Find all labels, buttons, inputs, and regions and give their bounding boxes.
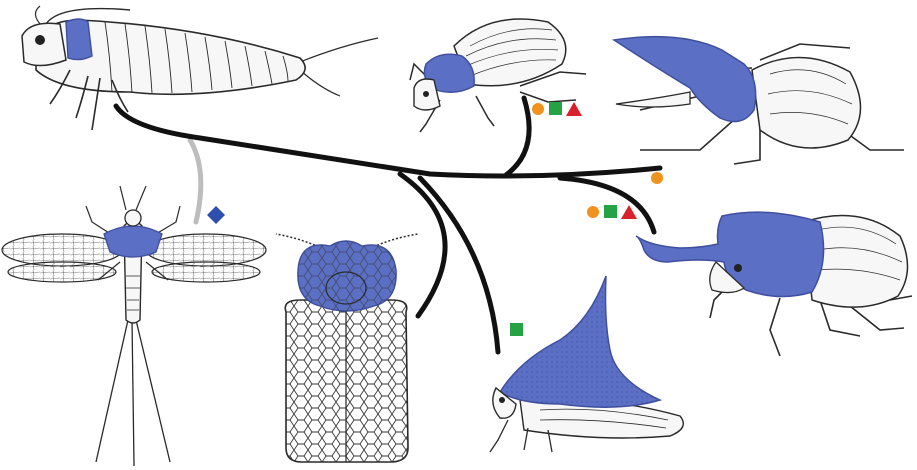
- hercules-beetle-illustration: [614, 37, 904, 164]
- rhinoceros-beetle-illustration: [636, 212, 912, 356]
- scarab-markers: [532, 102, 582, 116]
- marker-circle-orange: [532, 103, 544, 115]
- treehopper-marker-square-green: [510, 323, 523, 336]
- treehopper-front-illustration: [276, 234, 418, 462]
- treehopper-side-illustration: [490, 276, 683, 452]
- marker-triangle-red: [566, 102, 582, 116]
- marker-circle-orange: [587, 206, 599, 218]
- hercules-pronotum: [614, 37, 756, 122]
- mayfly-marker-diamond-blue: [207, 206, 225, 224]
- rhinoceros-markers: [587, 205, 637, 219]
- mayfly-pronotum: [104, 226, 162, 257]
- marker-triangle-red: [621, 205, 637, 219]
- mayfly-illustration: [2, 186, 266, 466]
- marker-square-green: [604, 205, 617, 218]
- bristletail-pronotum: [66, 19, 92, 60]
- marker-square-green: [549, 102, 562, 115]
- scarab-illustration: [410, 19, 586, 132]
- bristletail-illustration: [22, 6, 378, 130]
- tree-branch-scarab: [506, 98, 529, 175]
- hercules-marker-circle-orange: [651, 172, 663, 184]
- tree-branch-grey: [190, 140, 201, 222]
